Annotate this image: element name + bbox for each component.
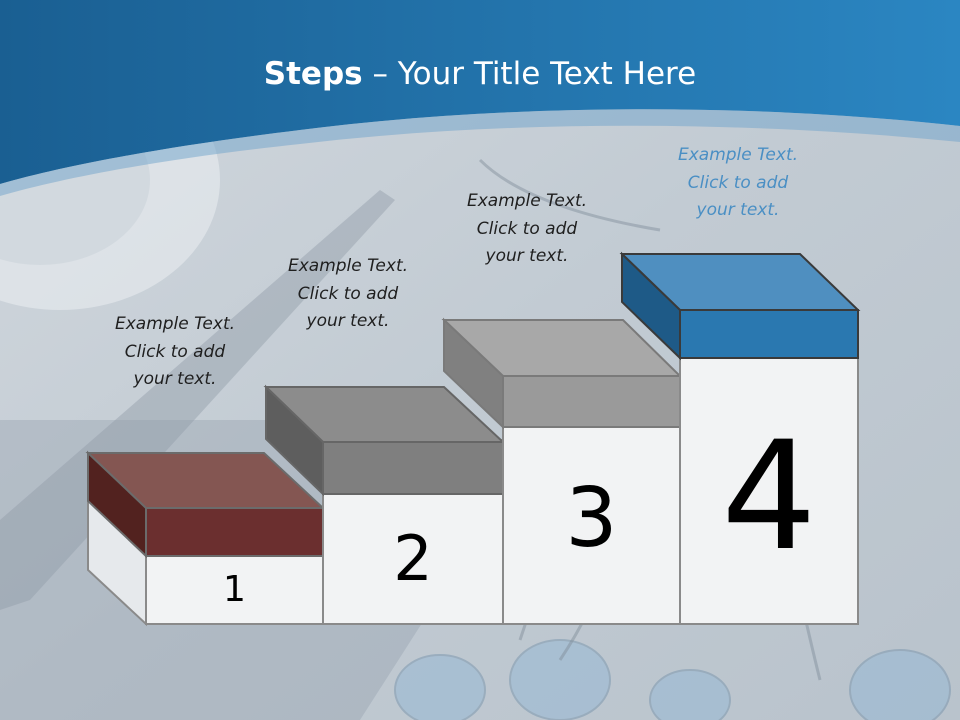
caption-line: Example Text. xyxy=(677,145,799,165)
caption-line: your text. xyxy=(133,369,217,389)
caption-line: Click to add xyxy=(297,283,399,304)
caption-line: your text. xyxy=(696,200,780,220)
step-4-number[interactable]: 4 xyxy=(721,410,817,584)
caption-line: your text. xyxy=(485,246,569,266)
header-band xyxy=(0,0,960,184)
step-3-caption[interactable]: Example Text. Click to add your text. xyxy=(437,188,617,271)
title-rest: – Your Title Text Here xyxy=(362,56,697,92)
caption-line: your text. xyxy=(306,311,390,331)
caption-line: Click to add xyxy=(124,341,226,362)
step-4-box xyxy=(679,309,859,625)
caption-line: Click to add xyxy=(476,218,578,239)
step-4-caption[interactable]: Example Text. Click to add your text. xyxy=(648,142,828,225)
caption-line: Example Text. xyxy=(114,314,236,334)
step-1-caption[interactable]: Example Text. Click to add your text. xyxy=(85,311,265,394)
step-4-lid xyxy=(679,309,859,359)
caption-line: Example Text. xyxy=(287,256,409,276)
step-1-number[interactable]: 1 xyxy=(223,569,246,610)
step-3-lid xyxy=(502,375,681,428)
caption-line: Example Text. xyxy=(466,191,588,211)
caption-line: Click to add xyxy=(687,172,789,193)
step-1-lid xyxy=(145,507,324,557)
step-2-lid xyxy=(322,441,504,495)
step-3-number[interactable]: 3 xyxy=(565,471,618,566)
step-2-number[interactable]: 2 xyxy=(393,522,433,595)
step-2-caption[interactable]: Example Text. Click to add your text. xyxy=(258,253,438,336)
title-bold: Steps xyxy=(263,56,363,92)
slide-title[interactable]: Steps – Your Title Text Here xyxy=(0,52,960,96)
